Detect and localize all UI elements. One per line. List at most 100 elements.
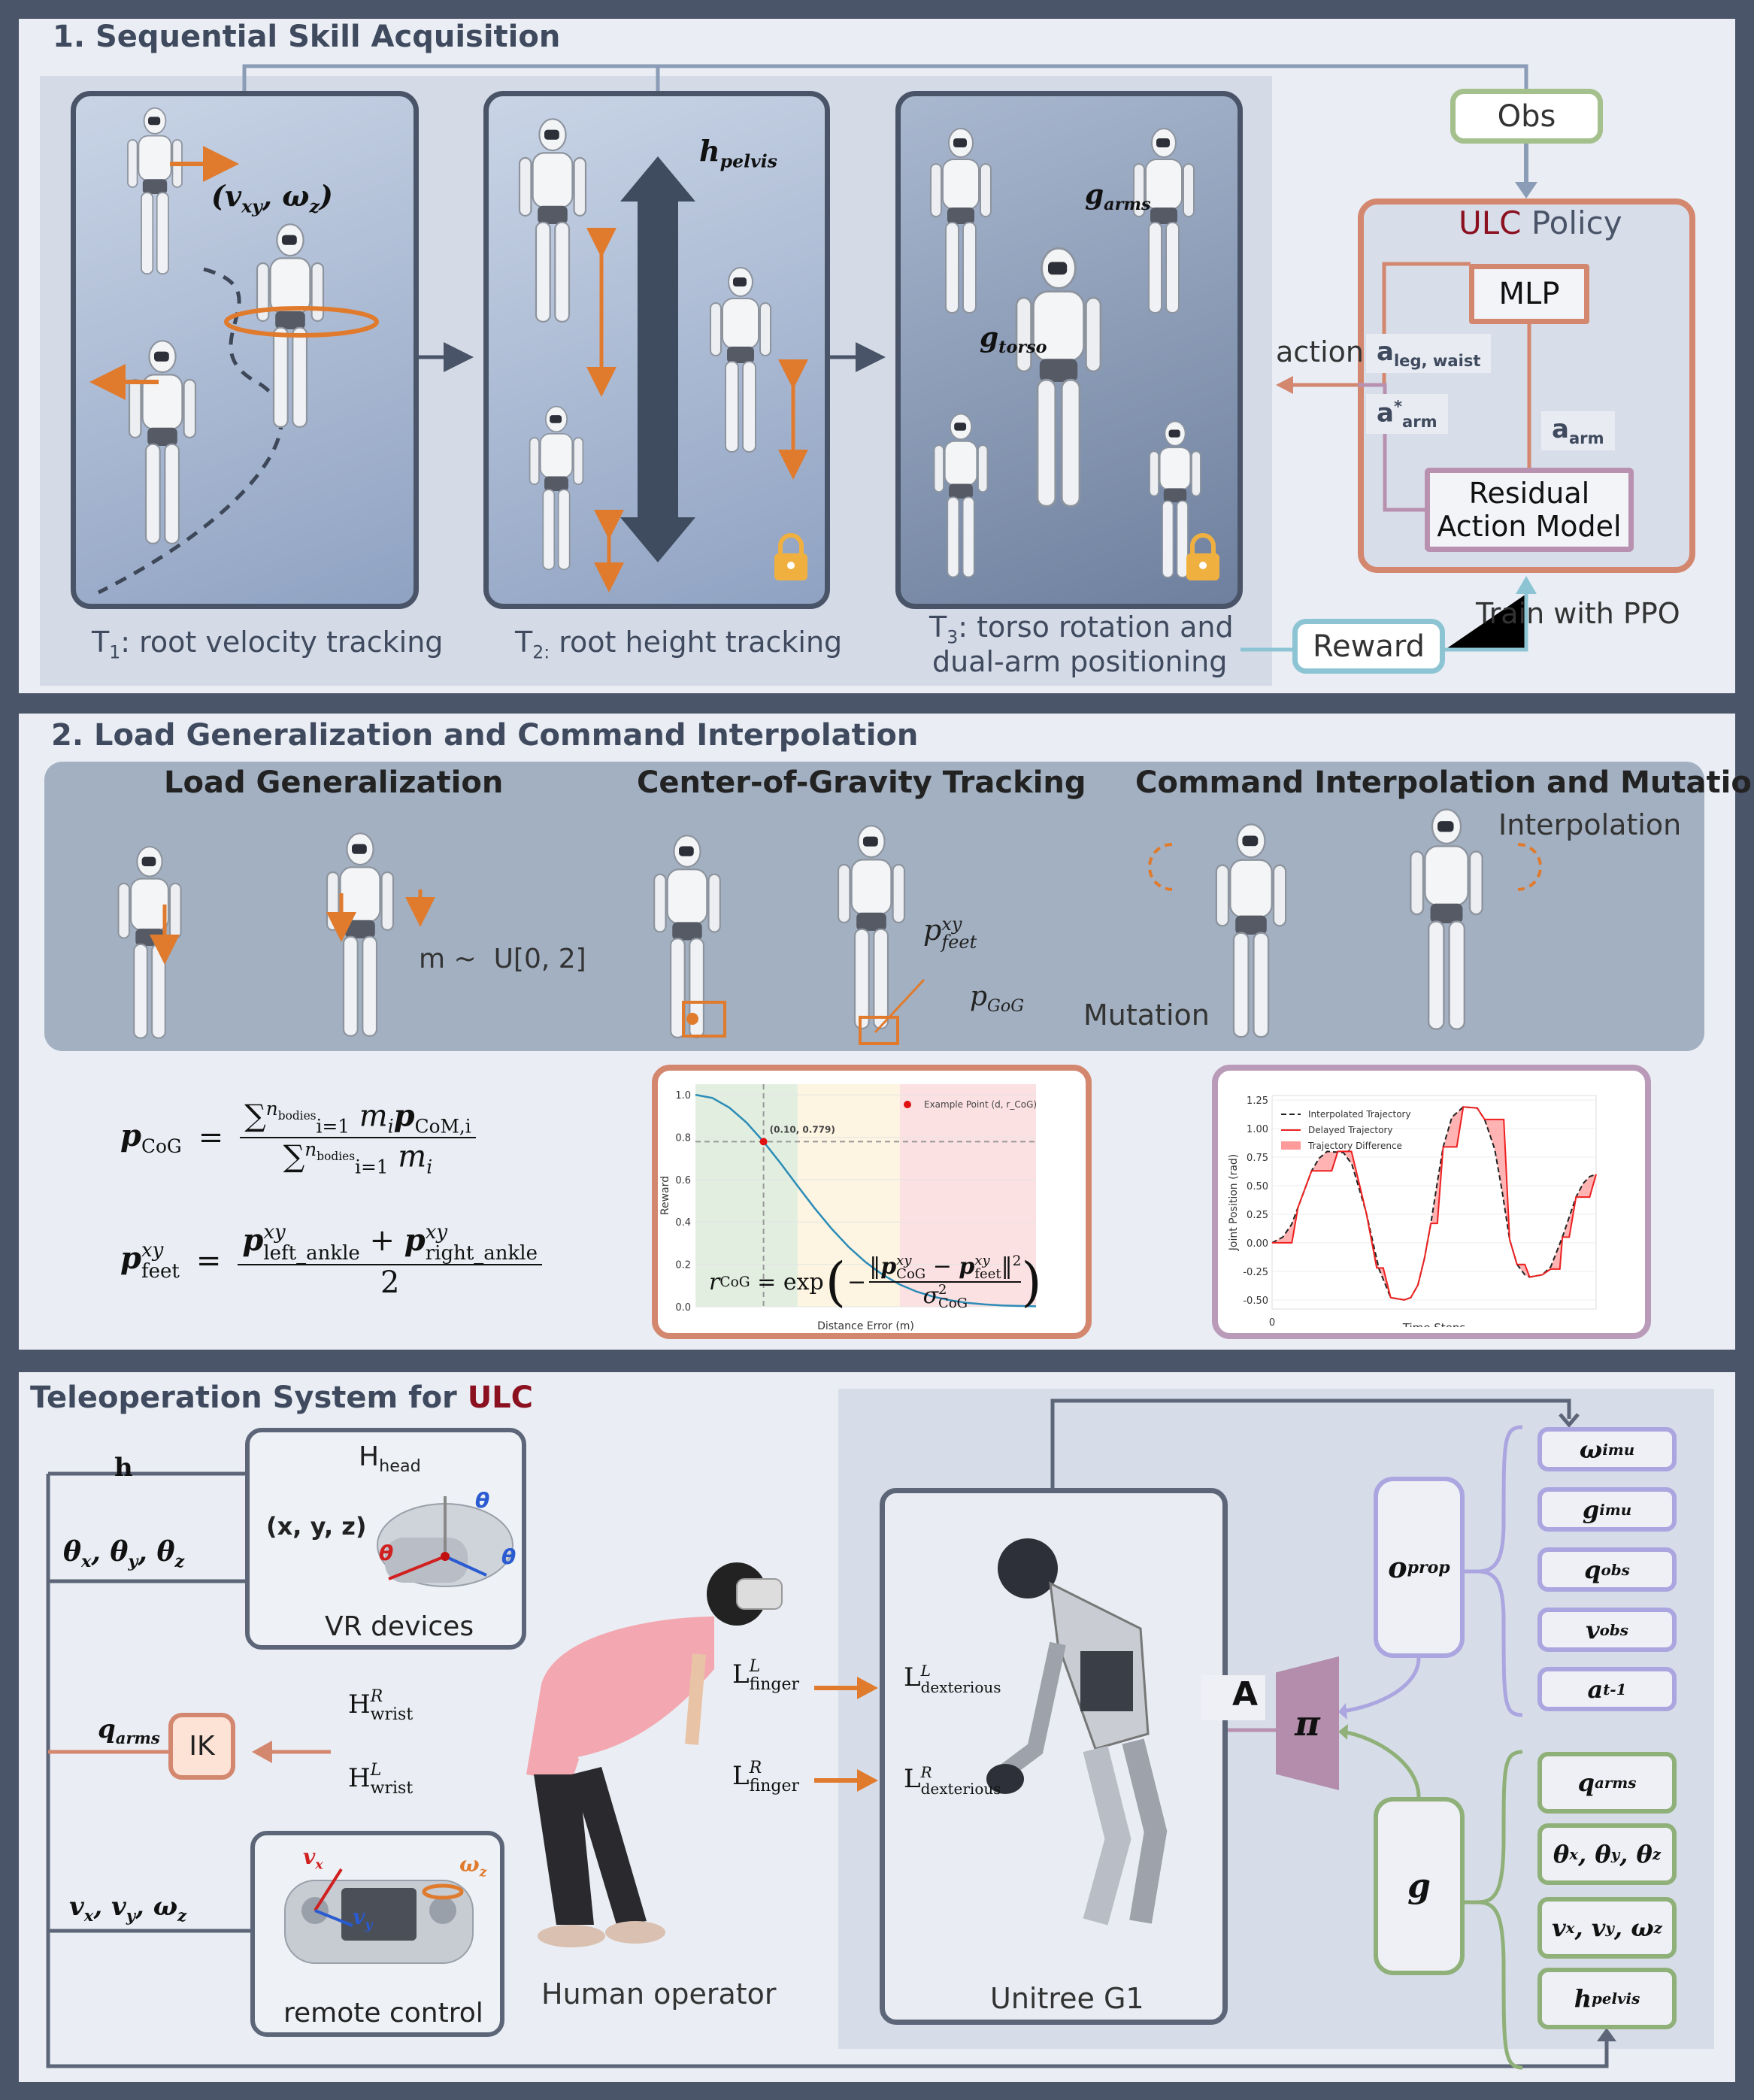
svg-text:θ: θ [501,1544,516,1569]
task-t2-caption: T2: root height tracking [515,626,843,663]
robot-stand-load [326,832,395,1037]
robot-arm-reach [1132,127,1195,314]
y-tick-label: 1.00 [1247,1124,1268,1135]
human-operator-figure [526,1562,783,1947]
height-signal-label: h [114,1453,133,1483]
mlp-box: MLP [1469,264,1589,324]
lock-icon [1186,533,1219,580]
load-generalization-title: Load Generalization [164,765,504,800]
x-axis-label: Time Steps [1402,1321,1466,1327]
unitree-g1-label: Unitree G1 [990,1982,1144,2015]
remote-control-box: vx vy ωz remote control [250,1831,504,2037]
robot-standing [518,118,587,323]
robot-walking [127,107,183,275]
unitree-g1-robot-figure [986,1538,1168,1926]
y-tick-label: 0.50 [1247,1181,1268,1192]
prop-item: g imu [1537,1487,1677,1532]
task-t2-panel: hpelvis [483,91,830,609]
section1-connectors [242,64,1537,652]
section3-title: Teleoperation System for ULC [30,1380,534,1415]
p-gog-label: pGoG [970,981,1025,1017]
robot-bending [653,835,721,1038]
action-a-label: A [1201,1675,1265,1720]
t1-illustration [89,107,379,595]
example-point [759,1138,768,1146]
velocity-signal-label: vx, vy, ωz [69,1892,187,1925]
task-t3-caption: T3: torso rotation and [929,611,1234,648]
remote-control-label: remote control [283,1998,483,2029]
a-arm-star-label: a*arm [1366,394,1448,435]
human-operator-label: Human operator [541,1977,777,2011]
a-leg-waist-label: aleg, waist [1366,334,1492,373]
robot-balancing [837,825,906,1029]
command-interpolation-title: Command Interpolation and Mutation [1135,765,1754,800]
y-tick-label: 1.25 [1247,1095,1268,1107]
trajectory-chart: -0.50-0.250.000.250.500.751.001.250Inter… [1228,1095,1597,1327]
legend-marker [904,1101,911,1108]
obs-box: Obs [1450,89,1603,144]
reward-curve [695,1093,1037,1308]
orientation-signal-label: θx, θy, θz [63,1536,185,1572]
y-tick-label: 0.4 [675,1217,691,1229]
pelvis-height-label: hpelvis [699,134,777,172]
rc-wz-label: ωz [459,1852,487,1880]
chart-region [797,1084,900,1307]
a-arm-label: aarm [1541,411,1615,450]
section2-illustration [117,808,1542,1045]
task-t3-panel: garms gtorso [895,91,1243,609]
y-tick-label: 0.6 [675,1175,691,1186]
pi-symbol: π [1295,1703,1320,1744]
t2-illustration [518,118,808,592]
xyz-label: (x, y, z) [266,1512,367,1541]
robot-walking-2 [128,340,197,545]
chart-region [899,1084,1036,1307]
legend-delayed-label: Delayed Trajectory [1308,1125,1392,1135]
vr-devices-label: VR devices [325,1611,474,1642]
goal-g-box: g [1374,1797,1465,1975]
y-tick-label: 0.2 [675,1260,691,1271]
cog-formula: pCoG= ∑nbodiesi=1 mipCoM,i ∑nbodiesi=1 m… [120,1098,476,1178]
y-tick-label: -0.25 [1243,1267,1268,1278]
section1-title: 1. Sequential Skill Acquisition [53,20,561,54]
arms-goal-label: garms [1085,179,1151,215]
y-tick-label: 0.00 [1247,1238,1268,1250]
legend-difference-swatch [1281,1141,1301,1150]
train-ppo-label: Train with PPO [1476,597,1680,630]
robot-mutation [1410,808,1483,1030]
rc-vx-label: vx [303,1844,323,1873]
vr-devices-box: Hhead (x, y, z) θ θ θ VR devices [245,1428,526,1650]
mass-distribution-label: m ~ U[0, 2] [419,944,586,974]
robot-crouch [933,413,989,578]
y-tick-label: 0.0 [675,1302,691,1314]
robot-turning [256,223,325,428]
reward-box: Reward [1292,619,1445,674]
torso-goal-label: gtorso [980,322,1047,358]
task-t1-caption: T1: root velocity tracking [92,626,444,663]
cog-tracking-title: Center-of-Gravity Tracking [637,765,1086,800]
gamepad-icon [284,1868,474,1964]
svg-text:θ: θ [475,1488,489,1513]
delayed-trajectory-line [1272,1106,1597,1301]
lock-icon [774,533,807,580]
y-tick-label: -0.50 [1243,1295,1268,1307]
